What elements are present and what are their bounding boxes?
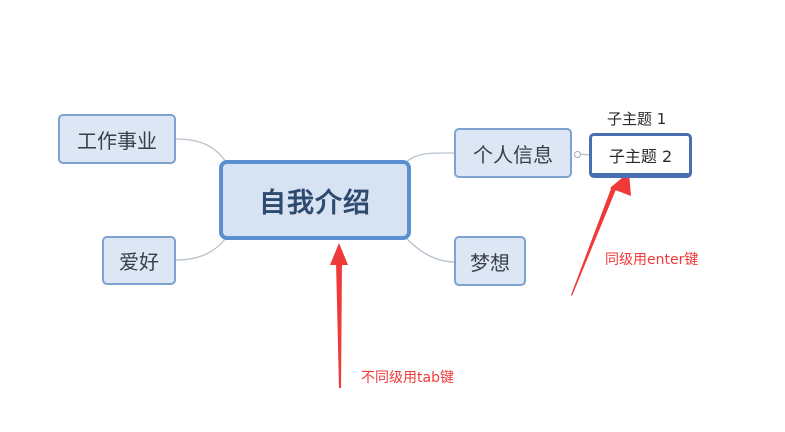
annotation-tab-text: 不同级用tab键 [361,370,454,386]
annotation-tab-key: 不同级用tab键 [361,367,454,387]
annotation-enter-text: 同级用enter键 [605,252,699,268]
annotation-enter-key: 同级用enter键 [605,249,698,269]
topic-hobby-label: 爱好 [119,250,159,274]
topic-work[interactable]: 工作事业 [58,114,176,164]
central-topic-label: 自我介绍 [259,187,371,219]
subtopic-1-label: 子主题 1 [607,110,667,128]
connector-hobby [175,237,227,261]
topic-personal-info-label: 个人信息 [473,142,553,167]
topic-personal-info[interactable]: 个人信息 [454,128,572,178]
arrow-enter-icon [571,172,631,296]
topic-work-label: 工作事业 [77,128,157,153]
collapse-toggle-icon[interactable] [574,151,581,158]
subtopic-2-selected[interactable]: 子主题 2 [589,133,692,178]
subtopic-1[interactable]: 子主题 1 [607,108,666,129]
connector-dream [405,237,456,263]
topic-dream-label: 梦想 [470,250,510,275]
central-topic[interactable]: 自我介绍 [219,160,411,240]
arrow-tab-icon [330,243,348,388]
topic-hobby[interactable]: 爱好 [102,236,176,285]
connector-personal [405,152,456,163]
subtopic-2-label: 子主题 2 [608,146,673,166]
connector-work [175,138,227,163]
topic-dream[interactable]: 梦想 [454,236,526,286]
